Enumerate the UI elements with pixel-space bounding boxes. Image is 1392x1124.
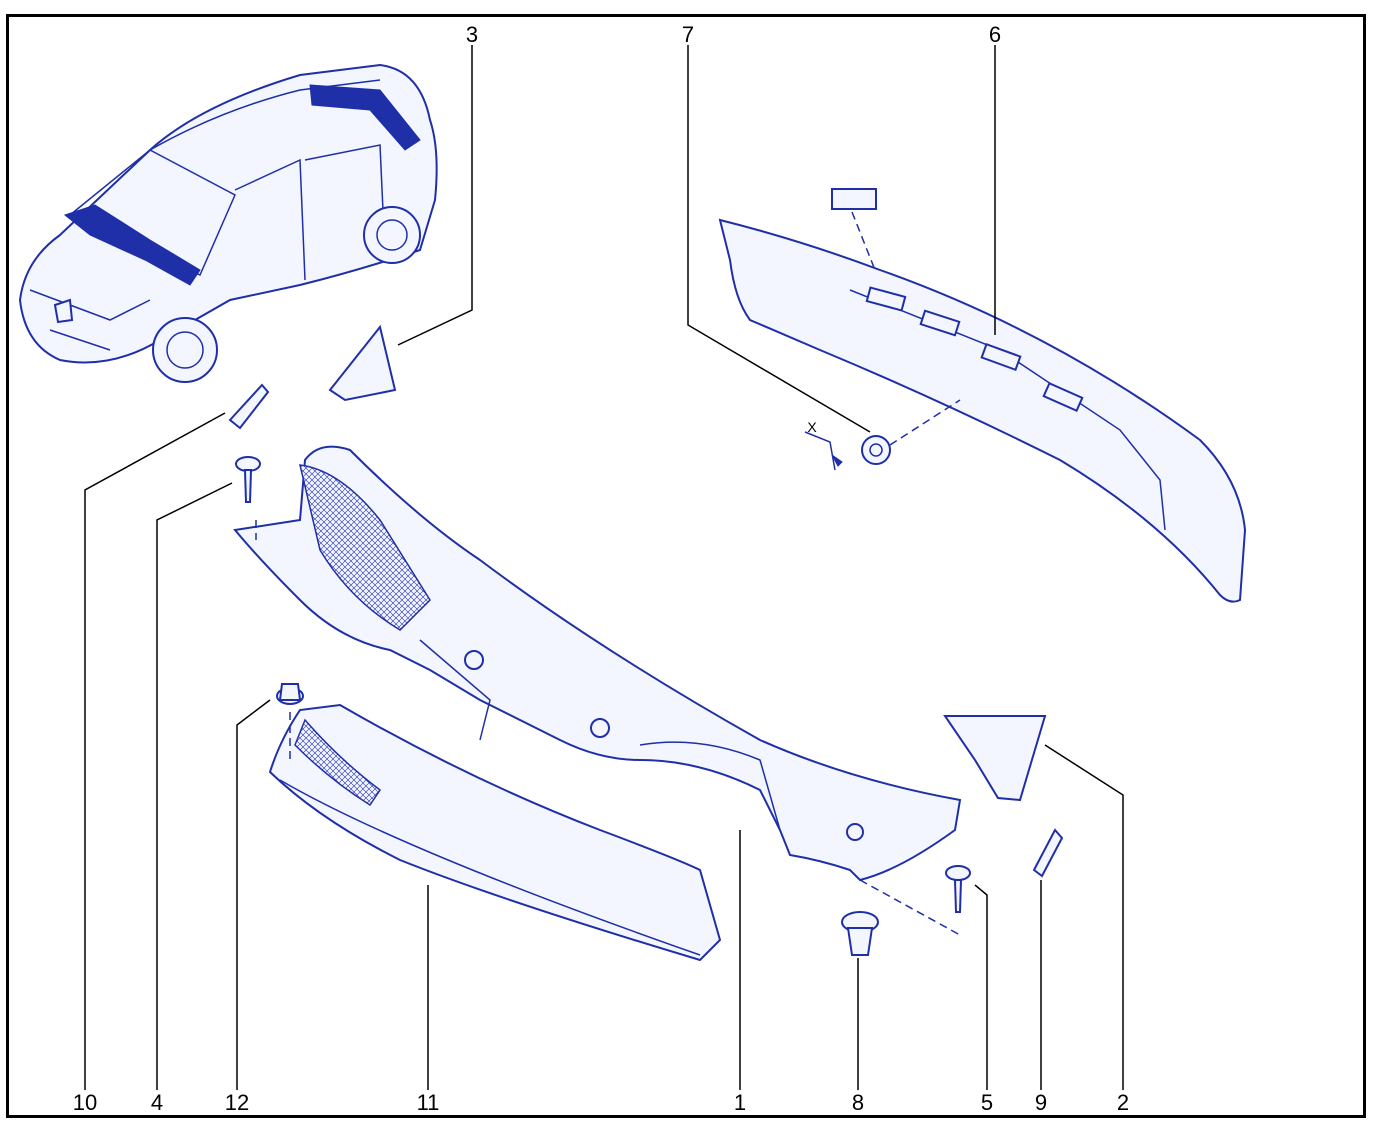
callout-2: 2: [1117, 1090, 1129, 1115]
callout-8: 8: [852, 1090, 864, 1115]
diagram-frame: [6, 14, 1366, 1118]
part-8-grommet: [841, 911, 879, 956]
part-2-end-cap: [943, 715, 1047, 802]
callout-11: 11: [417, 1090, 440, 1115]
part-5-screw: [859, 865, 971, 936]
callout-3: 3: [466, 22, 478, 47]
callout-1: 1: [734, 1090, 746, 1115]
callout-4: 4: [151, 1090, 163, 1115]
part-4-screw: [235, 456, 261, 540]
part-10-clip: [228, 383, 270, 430]
callout-7: 7: [682, 22, 694, 47]
part-11-grille: [268, 703, 722, 962]
part-1-cowl-panel: [233, 445, 962, 882]
part-3-end-cap: [328, 324, 397, 402]
car-illustration: [18, 63, 438, 383]
callout-12: 12: [225, 1090, 249, 1115]
part-7-nut: [804, 399, 961, 471]
part-12-nut: [276, 683, 304, 760]
annotation-x: X: [807, 419, 817, 435]
leader-lines: [84, 45, 1124, 1090]
label-sticker-icon: [831, 188, 877, 210]
callout-6: 6: [989, 22, 1001, 47]
callout-5: 5: [981, 1090, 993, 1115]
callout-10: 10: [73, 1090, 97, 1115]
part-9-clip: [1032, 828, 1064, 878]
part-6-trim-panel: [718, 188, 1247, 603]
callout-9: 9: [1035, 1090, 1047, 1115]
